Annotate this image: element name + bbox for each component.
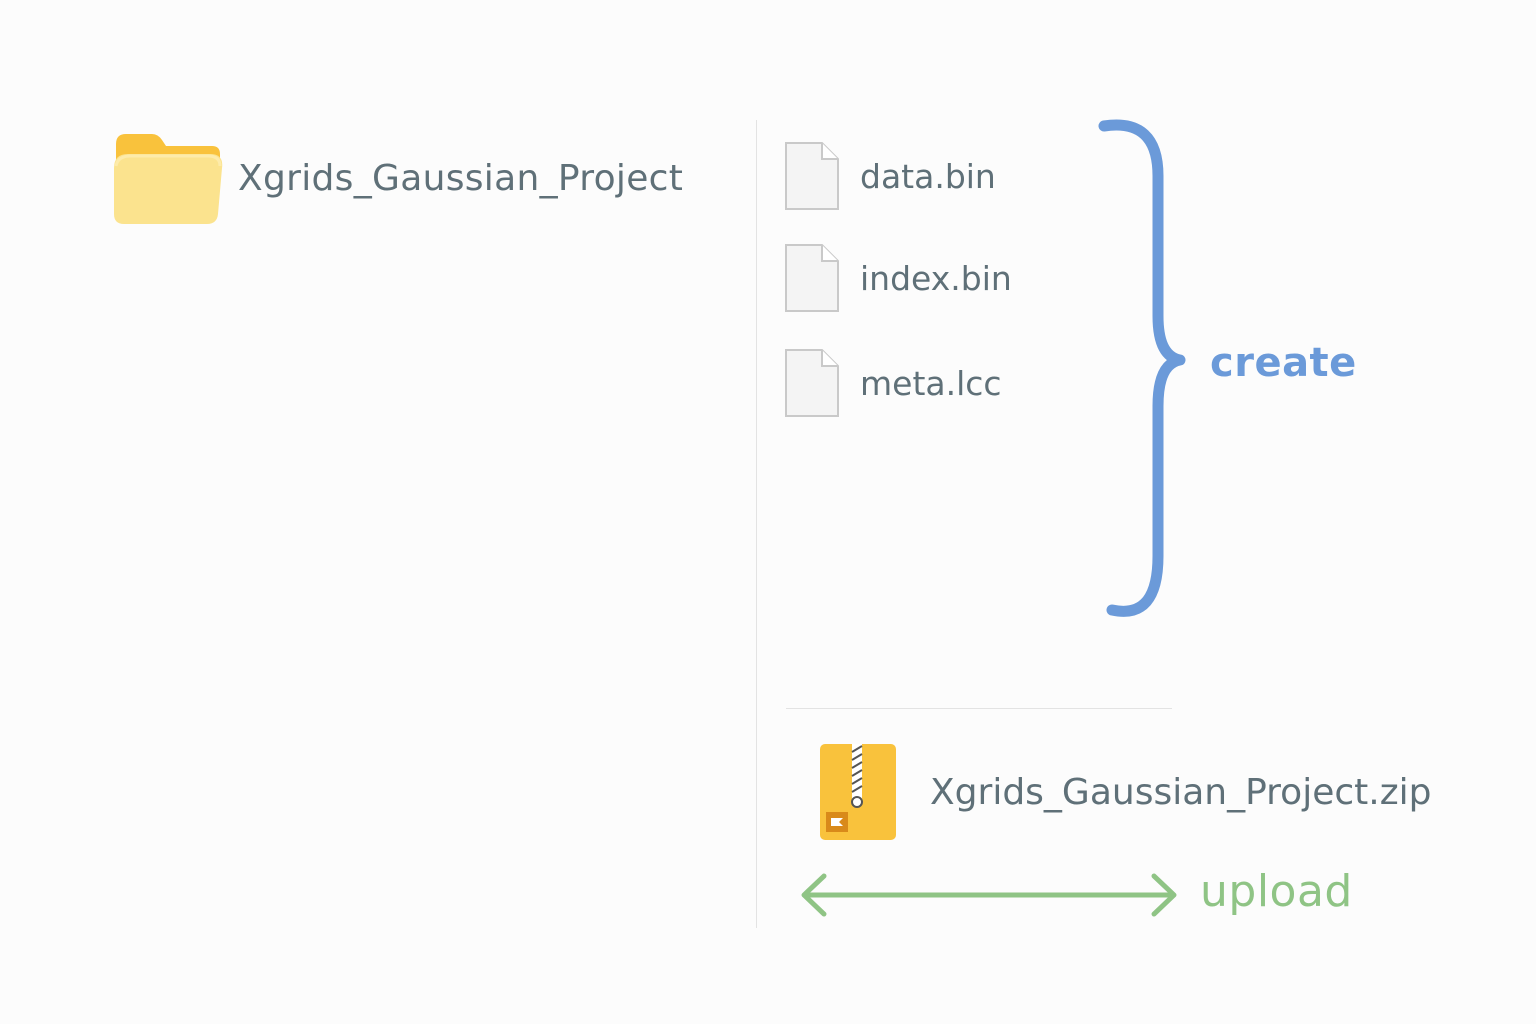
double-arrow-icon: [801, 873, 1177, 917]
horizontal-divider: [786, 708, 1172, 709]
file-name: meta.lcc: [860, 363, 1002, 403]
upload-label: upload: [1200, 866, 1353, 917]
zip-name: Xgrids_Gaussian_Project.zip: [930, 771, 1432, 813]
file-icon: [785, 142, 839, 210]
file-icon: [785, 349, 839, 417]
file-icon: [785, 244, 839, 312]
project-folder[interactable]: Xgrids_Gaussian_Project: [112, 130, 683, 226]
file-item[interactable]: index.bin: [784, 243, 1012, 313]
zip-archive-icon: [820, 744, 896, 840]
file-name: index.bin: [860, 258, 1012, 298]
zip-archive[interactable]: Xgrids_Gaussian_Project.zip: [818, 742, 1431, 842]
file-name: data.bin: [860, 156, 996, 196]
folder-icon: [114, 134, 223, 224]
file-item[interactable]: data.bin: [784, 141, 996, 211]
vertical-divider: [756, 120, 757, 928]
create-label: create: [1210, 340, 1357, 386]
curly-brace-icon: [1098, 119, 1186, 617]
folder-name: Xgrids_Gaussian_Project: [238, 157, 684, 199]
file-item[interactable]: meta.lcc: [784, 348, 1002, 418]
